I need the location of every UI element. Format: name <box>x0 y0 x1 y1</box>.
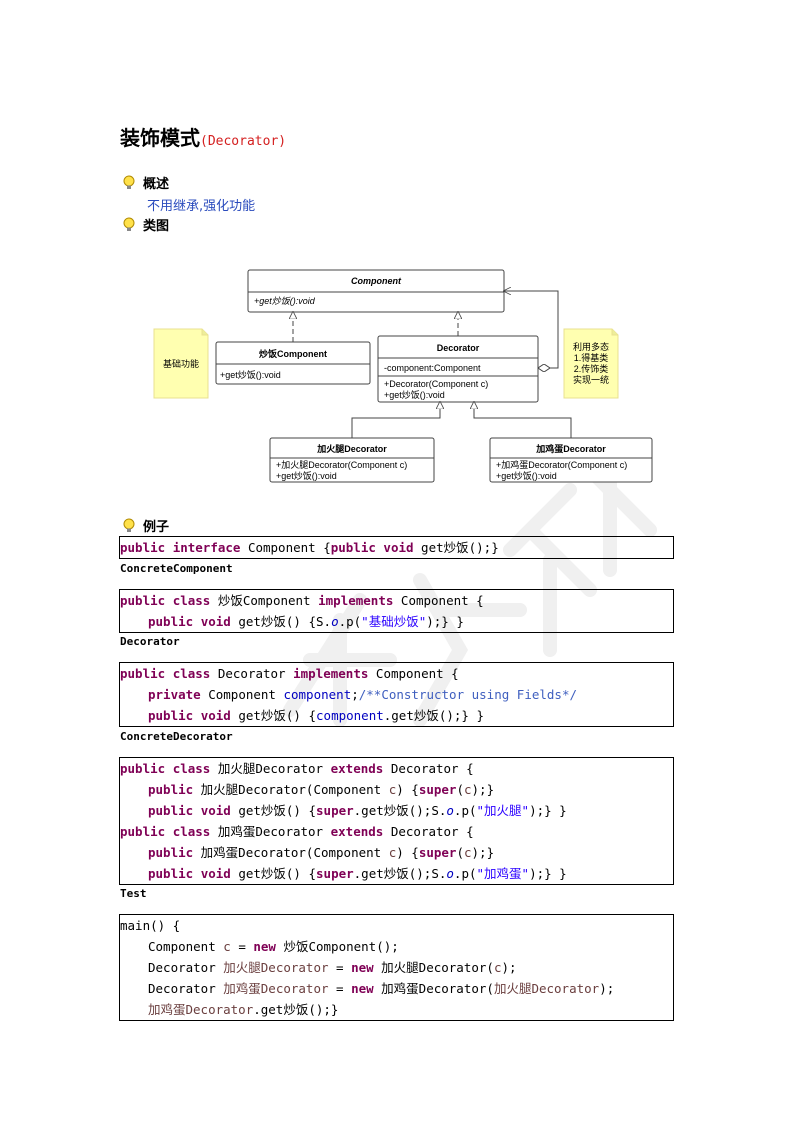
title-main: 装饰模式 <box>120 126 200 150</box>
note-right-line: 1.得基类 <box>574 352 609 363</box>
label-concrete-decorator: ConcreteDecorator <box>120 730 233 743</box>
code-line: main() { <box>120 918 181 933</box>
code-line: public 加火腿Decorator(Component c) {super(… <box>148 782 495 797</box>
overview-heading: 概述 <box>143 177 170 192</box>
note-right-line: 利用多态 <box>573 341 609 352</box>
code-block-concrete-component: public class 炒饭Component implements Comp… <box>119 589 674 633</box>
decorator-constructor: +Decorator(Component c) <box>384 379 488 389</box>
component-name: Component <box>351 276 402 286</box>
section-class-diagram: 类图 <box>121 215 169 234</box>
class-decorator: Decorator -component:Component +Decorato… <box>377 335 539 403</box>
decorator-field: -component:Component <box>384 363 481 373</box>
code-line: public class 加鸡蛋Decorator extends Decora… <box>120 824 474 839</box>
uml-class-diagram: 基础功能 利用多态 1.得基类 2.传饰类 实现一统 Component +ge… <box>153 269 653 483</box>
component-method: +get炒饭():void <box>254 296 316 306</box>
code-line: public void get炒饭() {super.get炒饭();S.o.p… <box>148 803 567 818</box>
code-line: public void get炒饭() {S.o.p("基础炒饭");} } <box>148 614 464 629</box>
class-component: Component +get炒饭():void <box>247 269 505 313</box>
egg-decorator-constructor: +加鸡蛋Decorator(Component c) <box>496 459 627 470</box>
class-concrete-component: 炒饭Component +get炒饭():void <box>215 341 371 385</box>
overview-text: 不用继承,强化功能 <box>147 199 256 214</box>
code-block-test: main() { Component c = new 炒饭Component()… <box>119 914 674 1021</box>
decorator-name: Decorator <box>437 343 480 353</box>
note-right: 利用多态 1.得基类 2.传饰类 实现一统 <box>563 328 619 399</box>
label-concrete-component: ConcreteComponent <box>120 562 233 575</box>
class-diagram-heading: 类图 <box>143 219 170 234</box>
egg-decorator-name: 加鸡蛋Decorator <box>535 443 606 454</box>
class-ham-decorator: 加火腿Decorator +加火腿Decorator(Component c) … <box>269 437 435 483</box>
note-right-line: 2.传饰类 <box>574 363 609 374</box>
code-line: private Component component;/**Construct… <box>148 687 577 702</box>
code-line: 加鸡蛋Decorator.get炒饭();} <box>148 1002 339 1017</box>
section-example: 例子 <box>121 516 169 535</box>
code-block-interface: public interface Component {public void … <box>119 536 674 559</box>
code-line: Decorator 加鸡蛋Decorator = new 加鸡蛋Decorato… <box>148 981 615 996</box>
code-block-concrete-decorator: public class 加火腿Decorator extends Decora… <box>119 757 674 885</box>
code-line: public void get炒饭() {super.get炒饭();S.o.p… <box>148 866 567 881</box>
label-decorator: Decorator <box>120 635 180 648</box>
title-sub: (Decorator) <box>200 134 287 149</box>
ham-decorator-method: +get炒饭():void <box>276 470 337 481</box>
label-test: Test <box>120 887 147 900</box>
code-line: public class 炒饭Component implements Comp… <box>120 593 484 608</box>
code-line: public interface Component {public void … <box>120 540 499 555</box>
ham-decorator-name: 加火腿Decorator <box>316 443 387 454</box>
code-line: public class 加火腿Decorator extends Decora… <box>120 761 474 776</box>
note-right-line: 实现一统 <box>573 374 609 385</box>
egg-decorator-method: +get炒饭():void <box>496 470 557 481</box>
uml-relations <box>293 291 572 438</box>
concrete-component-method: +get炒饭():void <box>220 369 281 380</box>
code-line: public 加鸡蛋Decorator(Component c) {super(… <box>148 845 495 860</box>
concrete-component-name: 炒饭Component <box>259 348 327 359</box>
note-left-text: 基础功能 <box>163 358 199 369</box>
section-overview: 概述 <box>121 173 169 192</box>
ham-decorator-constructor: +加火腿Decorator(Component c) <box>276 460 407 470</box>
lightbulb-icon <box>123 217 135 231</box>
class-egg-decorator: 加鸡蛋Decorator +加鸡蛋Decorator(Component c) … <box>489 437 653 483</box>
code-line: public void get炒饭() {component.get炒饭();}… <box>148 708 485 723</box>
code-line: Decorator 加火腿Decorator = new 加火腿Decorato… <box>148 960 517 975</box>
code-block-decorator: public class Decorator implements Compon… <box>119 662 674 727</box>
lightbulb-icon <box>123 175 135 189</box>
code-line: public class Decorator implements Compon… <box>120 666 459 681</box>
lightbulb-icon <box>123 518 135 532</box>
decorator-method: +get炒饭():void <box>384 389 445 400</box>
example-heading: 例子 <box>143 520 170 535</box>
page-title: 装饰模式(Decorator) <box>120 122 286 151</box>
note-left: 基础功能 <box>153 328 209 399</box>
code-line: Component c = new 炒饭Component(); <box>148 939 399 954</box>
